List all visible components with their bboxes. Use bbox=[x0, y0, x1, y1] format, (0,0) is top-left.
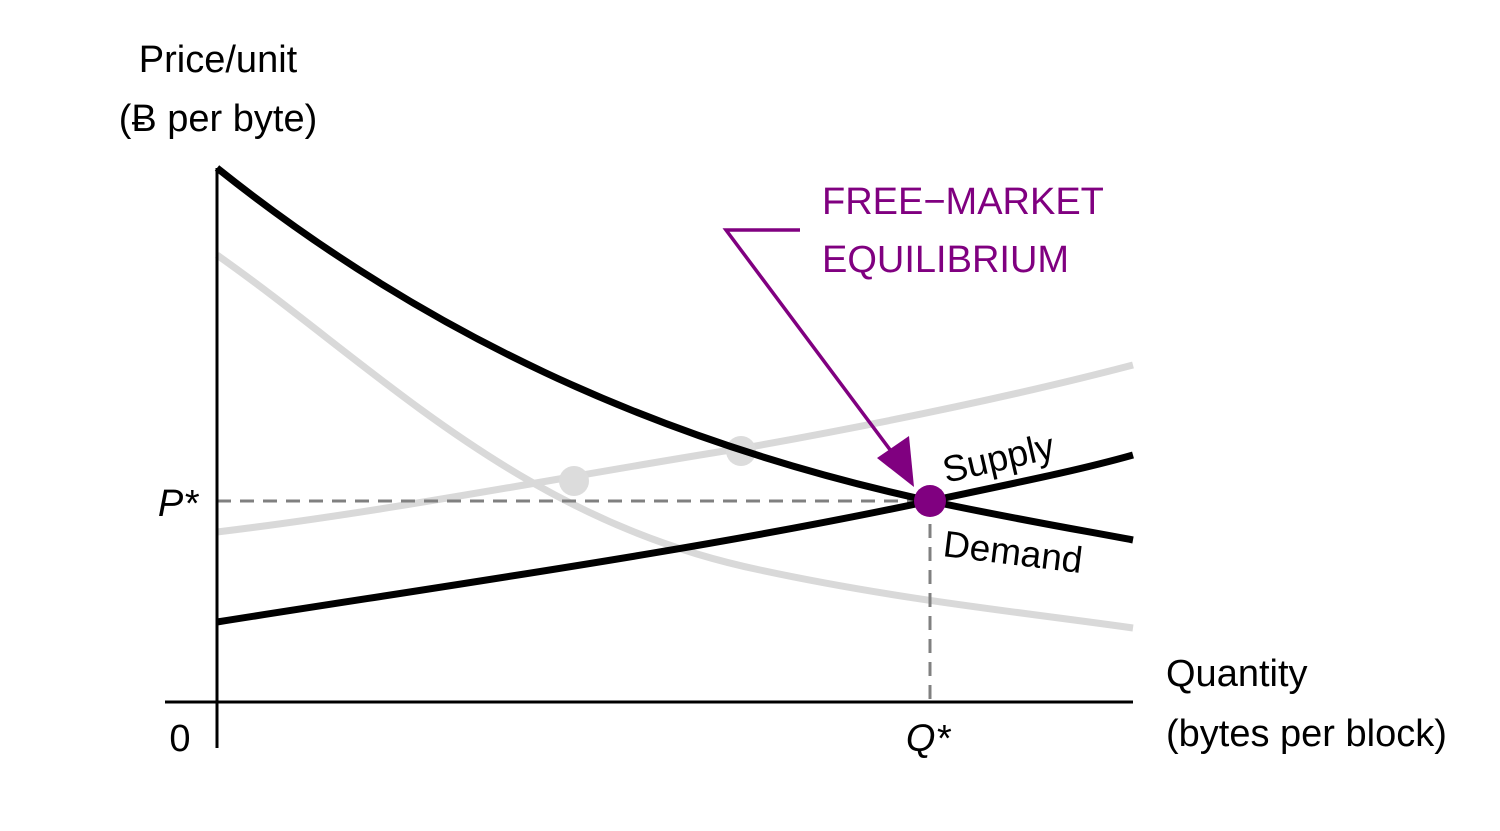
ghost-equilibrium-dot-1 bbox=[559, 466, 589, 496]
origin-label: 0 bbox=[169, 718, 190, 760]
ghost-demand-curve bbox=[214, 252, 1134, 632]
x-axis-label-line2: (bytes per block) bbox=[1166, 713, 1447, 755]
demand-label: Demand bbox=[941, 523, 1085, 581]
q-star-label: Q* bbox=[906, 718, 952, 760]
demand-curve bbox=[214, 165, 1134, 544]
p-star-label: P* bbox=[158, 483, 199, 525]
y-axis-label-line2: (Ƀ per byte) bbox=[119, 98, 318, 140]
annotation-arrow-leader bbox=[722, 228, 896, 457]
annotation-line2: EQUILIBRIUM bbox=[822, 239, 1069, 281]
y-axis-label-line1: Price/unit bbox=[139, 39, 298, 81]
equilibrium-point bbox=[914, 485, 946, 517]
annotation-arrowhead bbox=[877, 436, 914, 487]
x-axis-label-line1: Quantity bbox=[1166, 653, 1308, 695]
annotation-line1: FREE−MARKET bbox=[822, 181, 1104, 223]
supply-curve bbox=[216, 451, 1134, 626]
